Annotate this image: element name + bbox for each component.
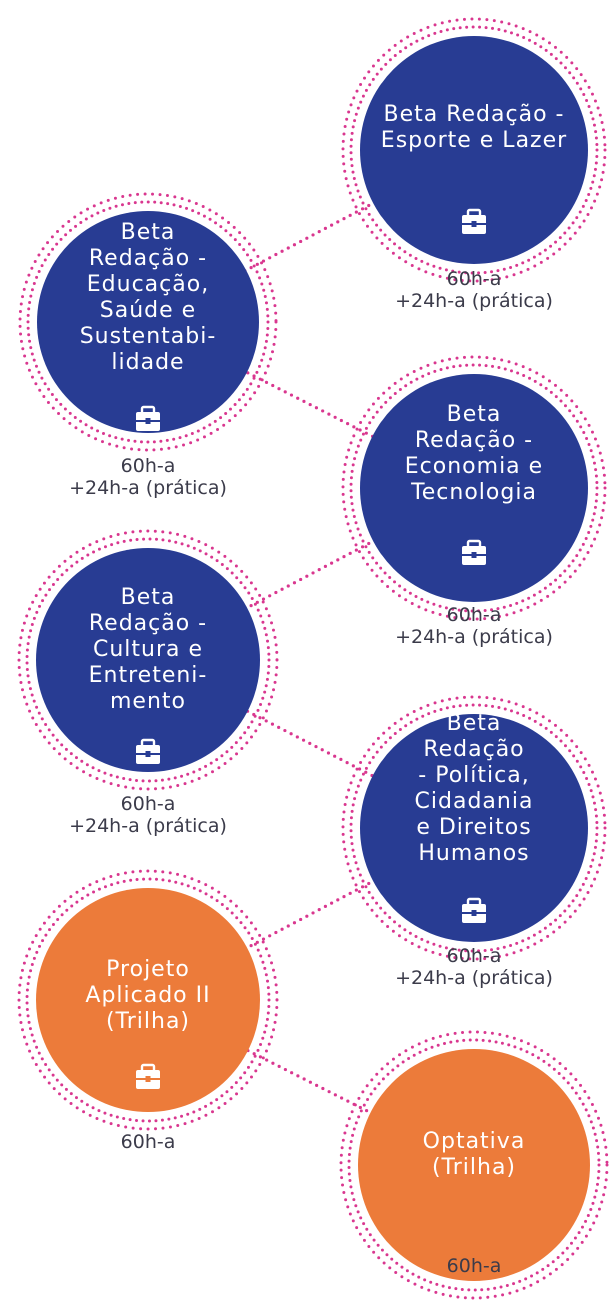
dotted-ring-politica: [341, 695, 607, 961]
connector-projeto-optativa: [146, 998, 476, 1167]
connector-educacao-economia: [146, 320, 476, 490]
icons: [136, 208, 486, 1089]
course-circle-projeto: [36, 888, 260, 1112]
course-circle-cultura: [36, 548, 260, 772]
course-title-educacao: Beta Redação - Educação, Saúde e Sustent…: [79, 220, 217, 375]
connector-cultura-politica: [146, 658, 476, 830]
course-hours-educacao: 60h-a +24h-a (prática): [69, 455, 227, 499]
dotted-ring-esporte: [349, 25, 599, 275]
course-circle-politica: [360, 714, 588, 942]
course-circle-optativa: [358, 1049, 590, 1281]
dotted-ring-optativa: [347, 1038, 601, 1292]
course-hours-optativa: 60h-a: [446, 1255, 502, 1277]
course-title-politica: Beta Redação - Política, Cidadania e Dir…: [414, 711, 534, 866]
dotted-ring-optativa: [339, 1030, 609, 1300]
dotted-ring-cultura: [25, 537, 271, 783]
course-circle-esporte: [360, 36, 588, 264]
course-title-optativa: Optativa (Trilha): [422, 1129, 526, 1180]
dotted-ring-educacao: [26, 200, 270, 444]
dotted-ring-esporte: [341, 17, 607, 283]
course-hours-economia: 60h-a +24h-a (prática): [395, 604, 553, 648]
course-circle-economia: [360, 374, 588, 602]
briefcase-icon: [462, 539, 486, 565]
dotted-ring-projeto: [25, 877, 271, 1123]
dotted-ring-cultura: [17, 529, 279, 791]
dotted-ring-educacao: [18, 192, 278, 452]
dotted-ring-projeto: [17, 869, 279, 1131]
dotted-ring-politica: [349, 703, 599, 953]
dotted-rings: [17, 17, 609, 1300]
course-title-economia: Beta Redação - Economia e Tecnologia: [404, 402, 544, 505]
course-title-cultura: Beta Redação - Cultura e Entreteni- ment…: [88, 585, 208, 714]
course-hours-politica: 60h-a +24h-a (prática): [395, 945, 553, 989]
briefcase-icon: [136, 405, 160, 431]
course-title-esporte: Beta Redação - Esporte e Lazer: [380, 102, 568, 153]
course-title-projeto: Projeto Aplicado II (Trilha): [85, 957, 211, 1034]
dotted-ring-economia: [341, 355, 607, 621]
briefcase-icon: [136, 738, 160, 764]
course-circle-educacao: [37, 211, 259, 433]
dotted-ring-economia: [349, 363, 599, 613]
course-hours-projeto: 60h-a: [120, 1131, 176, 1153]
briefcase-icon: [136, 1063, 160, 1089]
course-circles: [36, 36, 590, 1281]
course-hours-esporte: 60h-a +24h-a (prática): [395, 268, 553, 312]
briefcase-icon: [462, 208, 486, 234]
briefcase-icon: [462, 897, 486, 923]
course-hours-cultura: 60h-a +24h-a (prática): [69, 793, 227, 837]
